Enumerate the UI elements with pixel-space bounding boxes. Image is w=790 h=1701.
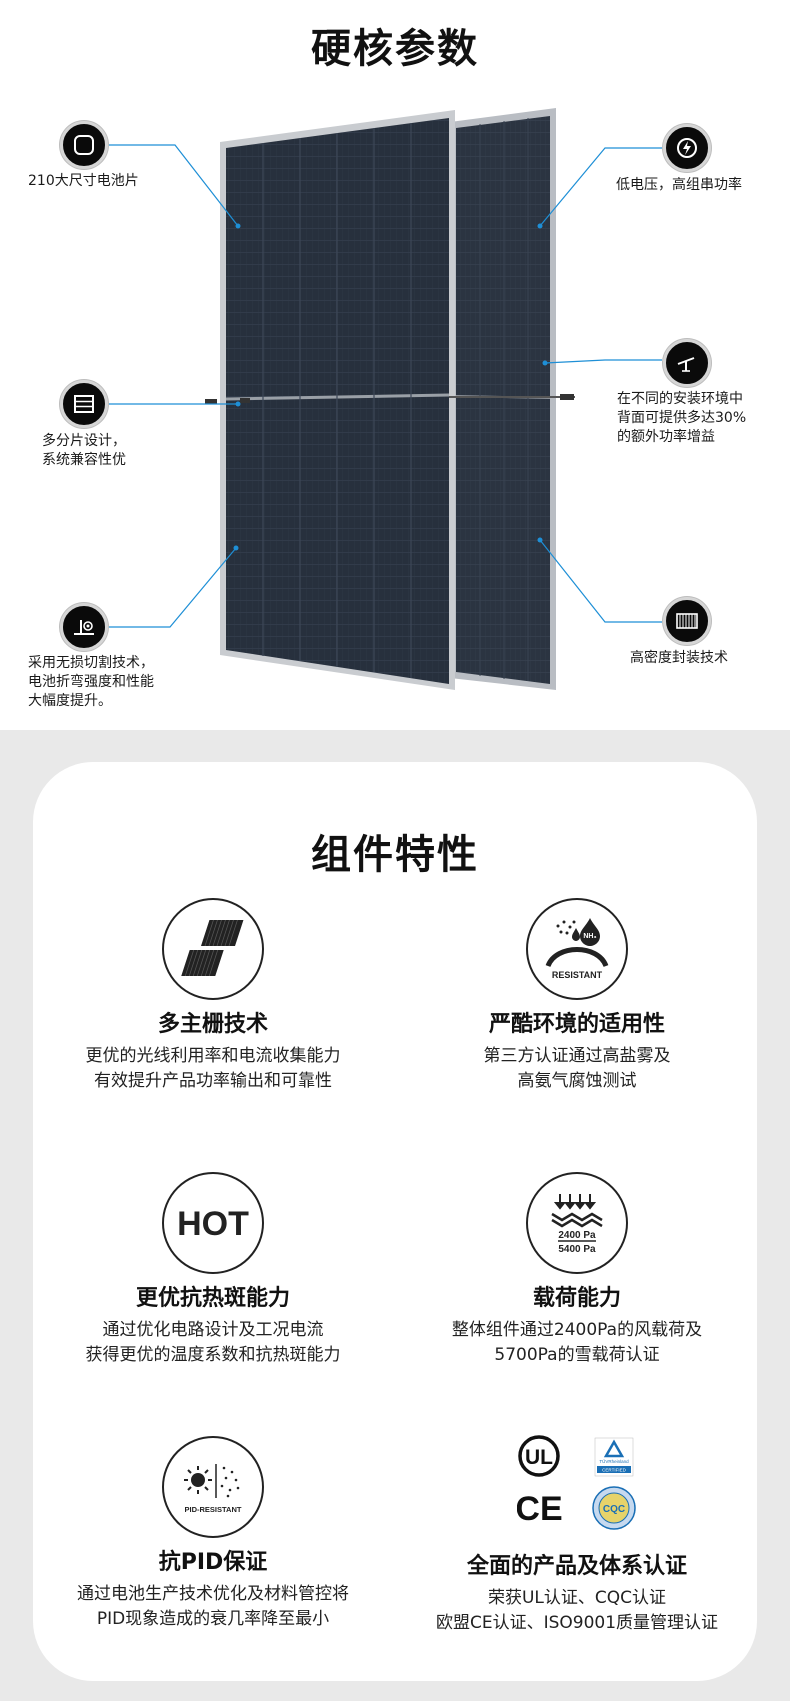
back-panel [450, 108, 556, 690]
property-desc: 荣获UL认证、CQC认证 欧盟CE认证、ISO9001质量管理认证 [397, 1586, 757, 1636]
hot-icon: HOT [162, 1172, 264, 1274]
svg-text:CERTIFIED: CERTIFIED [602, 1468, 626, 1473]
properties-section: 组件特性 多主栅技术 更优的光线利用率和电流收集能力 有效提升产品功率输出和可靠… [0, 730, 790, 1701]
property-desc-line1: 荣获UL认证、CQC认证 [487, 1588, 667, 1608]
feature-large-cell-label: 210大尺寸电池片 [28, 173, 139, 189]
svg-text:CE: CE [517, 1490, 563, 1528]
resistant-text: RESISTANT [552, 970, 603, 980]
low-voltage-icon [663, 124, 711, 172]
property-certifications: UL TÜVRheinland CERTIFIED CE [397, 1432, 757, 1636]
property-name: 更优抗热斑能力 [135, 1286, 290, 1311]
property-desc: 整体组件通过2400Pa的风载荷及 5700Pa的雪载荷认证 [397, 1318, 757, 1368]
property-desc-line1: 通过电池生产技术优化及材料管控将 [77, 1584, 349, 1604]
feature-cutting-line2: 电池折弯强度和性能 [28, 674, 154, 690]
properties-card: 组件特性 多主栅技术 更优的光线利用率和电流收集能力 有效提升产品功率输出和可靠… [33, 762, 757, 1681]
ul-logo: UL [518, 1435, 560, 1477]
property-desc-line2: 获得更优的温度系数和抗热斑能力 [85, 1345, 341, 1365]
property-name: 多主栅技术 [157, 1012, 268, 1037]
load-icon: 2400 Pa 5400 Pa [526, 1172, 628, 1274]
property-desc-line2: 有效提升产品功率输出和可靠性 [94, 1071, 332, 1091]
pid-resistant-text: PID-RESISTANT [185, 1505, 242, 1514]
lossless-cutting-icon [60, 603, 108, 651]
high-density-icon [663, 597, 711, 645]
load-2400-text: 2400 Pa [558, 1230, 596, 1241]
property-harsh-environment: NH₃ RESISTANT 严酷环境的适用性 第三方认证通过高盐雾及 高氨气腐蚀… [397, 898, 757, 1094]
leader-lines [104, 144, 662, 628]
property-name: 抗PID保证 [158, 1550, 268, 1575]
feature-bifacial-line1: 在不同的安装环境中 [617, 391, 743, 407]
parameters-section: 硬核参数 [0, 0, 790, 730]
feature-multi-split-label: 多分片设计， 系统兼容性优 [42, 432, 126, 470]
property-desc: 通过电池生产技术优化及材料管控将 PID现象造成的衰几率降至最小 [33, 1582, 393, 1632]
cqc-logo: CQC [592, 1486, 636, 1530]
property-desc-line2: 欧盟CE认证、ISO9001质量管理认证 [435, 1613, 719, 1633]
property-desc-line2: 5700Pa的雪载荷认证 [494, 1345, 660, 1365]
feature-low-voltage-label: 低电压，高组串功率 [616, 177, 742, 193]
property-name: 全面的产品及体系认证 [466, 1554, 687, 1579]
svg-text:TÜVRheinland: TÜVRheinland [599, 1458, 629, 1464]
feature-bifacial-line2: 背面可提供多达30% [617, 410, 747, 426]
property-name: 载荷能力 [532, 1286, 621, 1311]
property-anti-pid: PID-RESISTANT 抗PID保证 通过电池生产技术优化及材料管控将 PI… [33, 1436, 393, 1632]
feature-cutting-line1: 采用无损切割技术， [28, 655, 154, 671]
feature-bifacial-label: 在不同的安装环境中 背面可提供多达30% 的额外功率增益 [617, 390, 746, 447]
property-multi-busbar: 多主栅技术 更优的光线利用率和电流收集能力 有效提升产品功率输出和可靠性 [33, 898, 393, 1094]
multi-busbar-icon [162, 898, 264, 1000]
leader-dots [233, 223, 548, 551]
ce-logo: CE [515, 1490, 563, 1528]
tuv-logo: TÜVRheinland CERTIFIED [594, 1437, 634, 1477]
feature-high-density-label: 高密度封装技术 [630, 650, 728, 666]
property-desc: 更优的光线利用率和电流收集能力 有效提升产品功率输出和可靠性 [33, 1044, 393, 1094]
solar-panel-illustration [104, 108, 662, 690]
large-cell-icon [60, 121, 108, 169]
svg-text:UL: UL [525, 1446, 553, 1469]
feature-multi-split-line2: 系统兼容性优 [42, 452, 126, 468]
feature-bifacial-line3: 的额外功率增益 [617, 429, 715, 445]
property-desc-line1: 整体组件通过2400Pa的风载荷及 [451, 1320, 703, 1340]
pid-icon: PID-RESISTANT [162, 1436, 264, 1538]
svg-text:CQC: CQC [603, 1504, 625, 1515]
load-5400-text: 5400 Pa [558, 1244, 596, 1255]
property-name: 严酷环境的适用性 [488, 1012, 665, 1037]
property-desc-line1: 通过优化电路设计及工况电流 [102, 1320, 324, 1340]
certification-logos: UL TÜVRheinland CERTIFIED CE [515, 1432, 637, 1542]
property-desc-line1: 第三方认证通过高盐雾及 [483, 1046, 671, 1066]
feature-cutting-label: 采用无损切割技术， 电池折弯强度和性能 大幅度提升。 [28, 654, 154, 711]
property-desc-line2: PID现象造成的衰几率降至最小 [96, 1609, 330, 1629]
property-hot-spot: HOT 更优抗热斑能力 通过优化电路设计及工况电流 获得更优的温度系数和抗热斑能… [33, 1172, 393, 1368]
property-load-capacity: 2400 Pa 5400 Pa 载荷能力 整体组件通过2400Pa的风载荷及 5… [397, 1172, 757, 1368]
parameters-title: 硬核参数 [311, 26, 479, 72]
property-desc: 通过优化电路设计及工况电流 获得更优的温度系数和抗热斑能力 [33, 1318, 393, 1368]
property-desc-line2: 高氨气腐蚀测试 [517, 1071, 637, 1091]
hot-text: HOT [177, 1205, 249, 1243]
front-panel [205, 110, 575, 690]
property-desc-line1: 更优的光线利用率和电流收集能力 [85, 1046, 341, 1066]
properties-title: 组件特性 [311, 832, 479, 878]
feature-multi-split-line1: 多分片设计， [42, 433, 126, 449]
property-desc: 第三方认证通过高盐雾及 高氨气腐蚀测试 [397, 1044, 757, 1094]
nh3-label: NH₃ [583, 933, 596, 940]
multi-split-icon [60, 380, 108, 428]
bifacial-gain-icon [663, 339, 711, 387]
feature-cutting-line3: 大幅度提升。 [28, 693, 112, 709]
resistant-icon: NH₃ RESISTANT [526, 898, 628, 1000]
